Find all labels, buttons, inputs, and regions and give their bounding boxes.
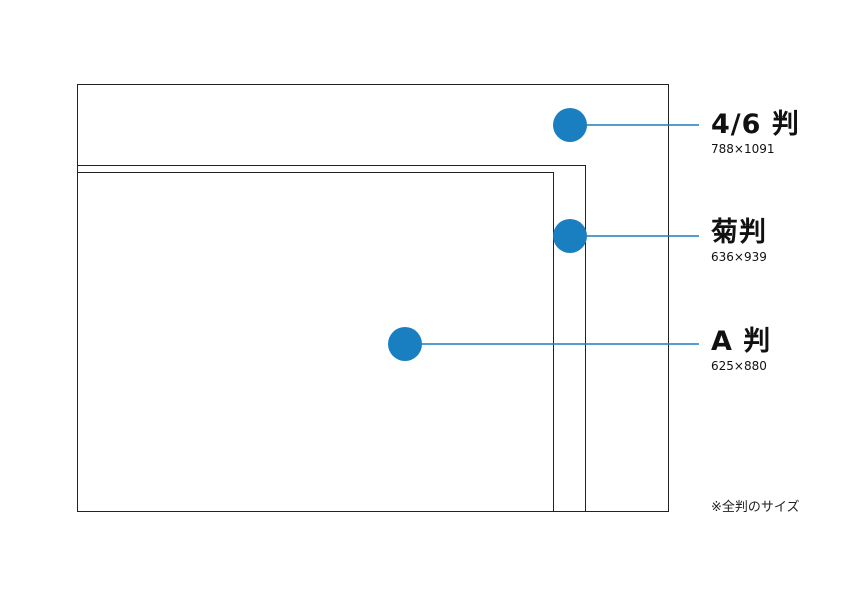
size-name-kiku: 菊判: [711, 217, 767, 248]
paper-a-sheet-outline: [77, 172, 554, 512]
marker-dot-kiku: [553, 219, 587, 253]
size-name-4-6: 4/6 判: [711, 109, 800, 140]
size-label-a: A 判 625×880: [711, 326, 772, 374]
size-dims-kiku: 636×939: [711, 250, 767, 264]
marker-dot-a: [388, 327, 422, 361]
size-label-kiku: 菊判 636×939: [711, 217, 767, 265]
size-dims-a: 625×880: [711, 359, 767, 373]
size-name-a: A 判: [711, 326, 772, 357]
marker-dot-4-6: [553, 108, 587, 142]
size-dims-4-6: 788×1091: [711, 142, 775, 156]
size-label-4-6: 4/6 判 788×1091: [711, 109, 800, 157]
full-sheet-note: ※全判のサイズ: [711, 500, 800, 515]
